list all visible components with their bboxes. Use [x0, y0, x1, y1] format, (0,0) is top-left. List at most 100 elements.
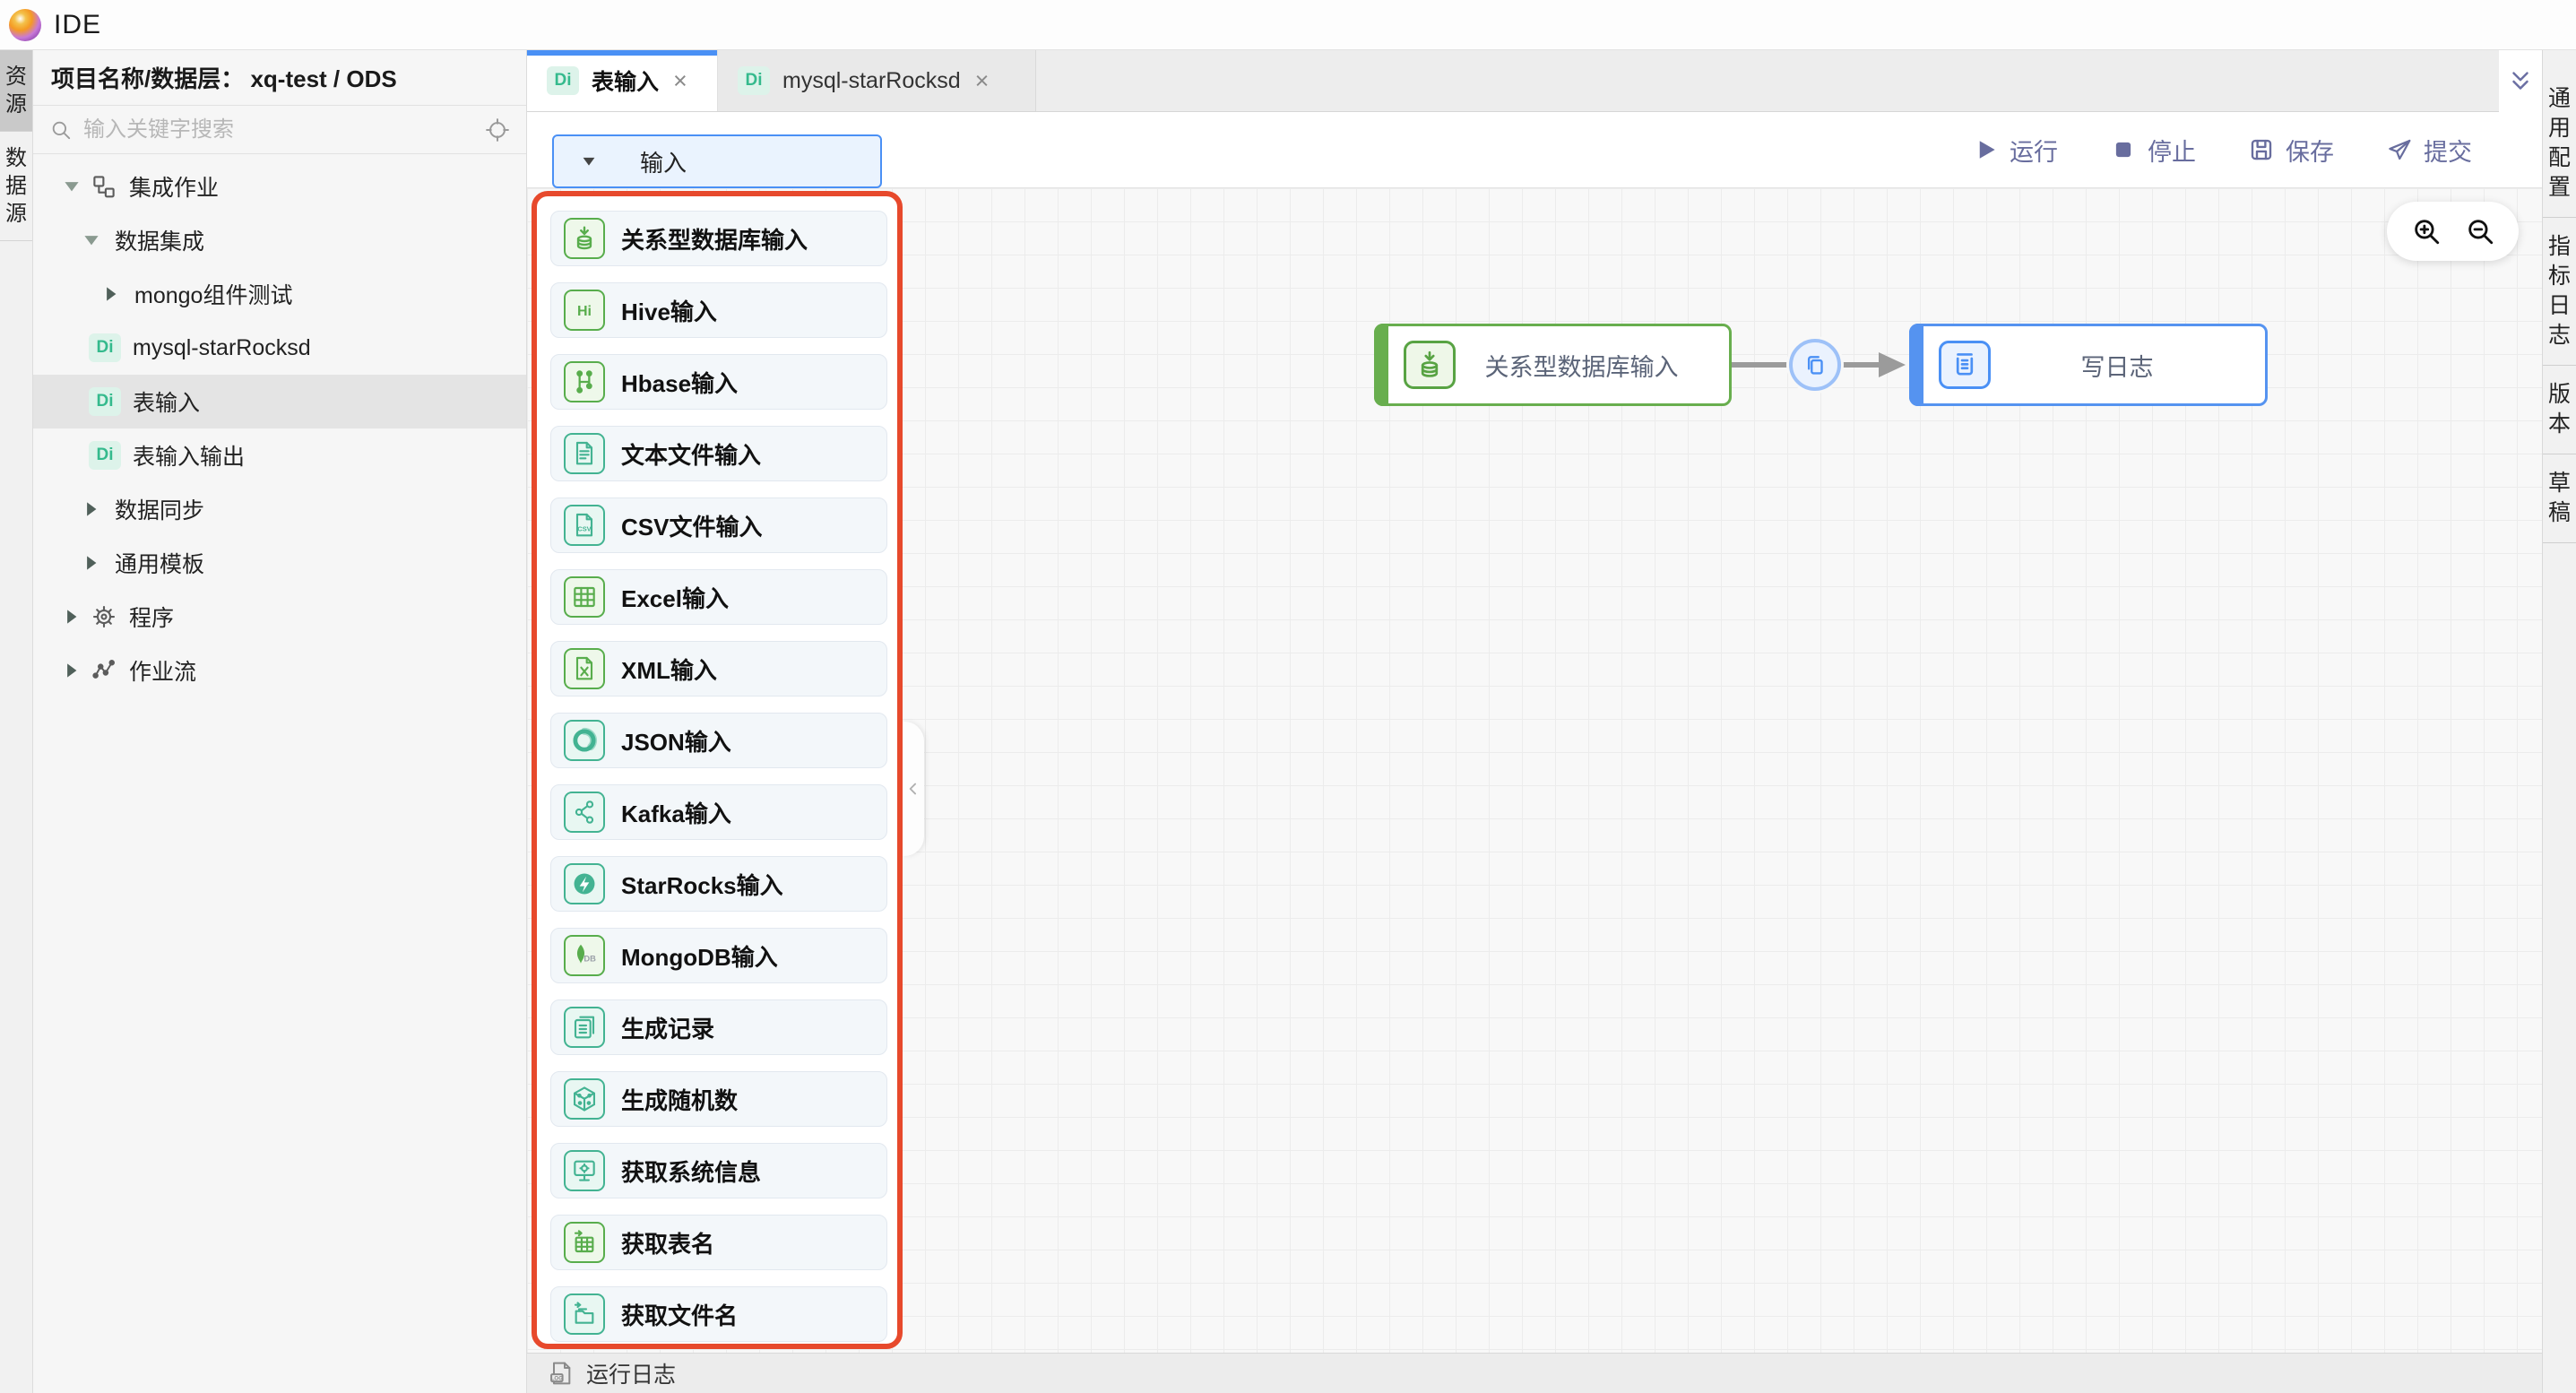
- tree-item-label: 作业流: [129, 660, 197, 685]
- log-doc-icon: [1949, 349, 1981, 381]
- monitor-icon: [570, 1156, 599, 1185]
- gear-icon: [91, 603, 117, 630]
- node-relational-db-input[interactable]: 关系型数据库输入: [1374, 324, 1732, 406]
- tree-item-label: mongo组件测试: [134, 283, 293, 308]
- palette-item-9[interactable]: StarRocks输入: [550, 856, 887, 912]
- palette-item-13[interactable]: 获取系统信息: [550, 1143, 887, 1198]
- palette-item-12[interactable]: 生成随机数: [550, 1071, 887, 1127]
- palette-item-3[interactable]: 文本文件输入: [550, 426, 887, 481]
- tree-item-label: 集成作业: [129, 176, 220, 201]
- tree-item-1[interactable]: 数据集成: [33, 213, 526, 267]
- stop-button[interactable]: 停止: [2110, 133, 2196, 168]
- palette-item-label: Kafka输入: [621, 800, 731, 827]
- left-rail-tab-0[interactable]: 资源: [0, 50, 32, 132]
- tree-item-9[interactable]: 作业流: [33, 644, 526, 697]
- right-rail-tab-1[interactable]: 指标日志: [2543, 218, 2576, 366]
- palette-item-8[interactable]: Kafka输入: [550, 784, 887, 840]
- right-rail-tab-3[interactable]: 草稿: [2543, 454, 2576, 543]
- sidebar-search: [33, 106, 526, 154]
- tree-item-3[interactable]: Di mysql-starRocksd: [33, 321, 526, 375]
- search-icon: [49, 118, 73, 142]
- excel-icon: [570, 583, 599, 611]
- file-name-icon: [570, 1300, 599, 1328]
- caret-right-icon[interactable]: [80, 497, 103, 521]
- zoom-out-icon[interactable]: [2465, 216, 2495, 247]
- close-icon[interactable]: ×: [673, 66, 687, 94]
- palette-item-11[interactable]: 生成记录: [550, 999, 887, 1055]
- right-rail-tab-0[interactable]: 通用配置: [2543, 70, 2576, 218]
- left-rail-tab-1[interactable]: 数据源: [0, 132, 32, 241]
- palette-item-label: Hive输入: [621, 298, 717, 325]
- app-title: IDE: [54, 9, 102, 39]
- node-write-log[interactable]: 写日志: [1909, 324, 2268, 406]
- di-badge: Di: [89, 333, 121, 362]
- svg-text:Hi: Hi: [577, 304, 592, 319]
- palette-item-label: MongoDB输入: [621, 943, 778, 971]
- palette-item-15[interactable]: 获取文件名: [550, 1286, 887, 1342]
- tree-item-label: mysql-starRocksd: [133, 334, 311, 360]
- tab-mysql-starrocksd[interactable]: Di mysql-starRocksd ×: [718, 50, 1036, 111]
- search-input[interactable]: [83, 117, 474, 143]
- palette-category-dropdown[interactable]: 输入: [552, 134, 882, 188]
- caret-right-icon[interactable]: [60, 659, 83, 682]
- tree-item-2[interactable]: mongo组件测试: [33, 267, 526, 321]
- zoom-in-icon[interactable]: [2411, 216, 2442, 247]
- palette-item-label: Excel输入: [621, 584, 729, 612]
- tree-item-8[interactable]: 程序: [33, 590, 526, 644]
- tree-item-0[interactable]: 集成作业: [33, 160, 526, 213]
- collapse-panel-button[interactable]: [2499, 50, 2542, 112]
- palette-item-6[interactable]: XML输入: [550, 641, 887, 696]
- copy-icon: [1802, 351, 1828, 378]
- tab-table-input[interactable]: Di 表输入 ×: [527, 50, 718, 111]
- save-button[interactable]: 保存: [2248, 133, 2334, 168]
- di-badge: Di: [547, 66, 579, 95]
- caret-down-icon[interactable]: [80, 229, 103, 252]
- tree-item-label: 表输入: [133, 391, 201, 416]
- palette-item-5[interactable]: Excel输入: [550, 569, 887, 625]
- mongodb-icon: DB: [570, 941, 599, 970]
- close-icon[interactable]: ×: [974, 66, 990, 94]
- kafka-icon: [570, 798, 599, 826]
- palette-item-2[interactable]: Hbase输入: [550, 354, 887, 410]
- palette-item-label: 获取文件名: [621, 1302, 739, 1329]
- right-rail: 通用配置指标日志版本草稿: [2542, 50, 2576, 1393]
- zoom-controls: [2387, 202, 2519, 261]
- palette-item-7[interactable]: JSON输入: [550, 713, 887, 768]
- edge-copy-badge[interactable]: [1789, 339, 1841, 391]
- text-file-icon: [570, 439, 599, 468]
- right-rail-tab-2[interactable]: 版本: [2543, 366, 2576, 454]
- tree-item-label: 数据同步: [115, 498, 205, 523]
- csv-file-icon: CSV: [570, 511, 599, 540]
- palette-item-label: Hbase输入: [621, 369, 739, 397]
- tree-item-7[interactable]: 通用模板: [33, 536, 526, 590]
- tree-item-label: 数据集成: [115, 229, 205, 255]
- caret-right-icon[interactable]: [80, 551, 103, 575]
- starrocks-icon: [570, 870, 599, 898]
- palette-item-1[interactable]: Hi Hive输入: [550, 282, 887, 338]
- left-rail: 资源数据源: [0, 50, 33, 1393]
- records-icon: [570, 1013, 599, 1042]
- caret-right-icon[interactable]: [99, 282, 123, 306]
- palette-item-label: 生成记录: [621, 1015, 715, 1043]
- caret-down-icon: [579, 151, 599, 171]
- log-icon: LOG: [547, 1359, 575, 1388]
- svg-text:DB: DB: [583, 954, 596, 963]
- top-bar: IDE: [0, 0, 2576, 50]
- caret-down-icon[interactable]: [60, 175, 83, 198]
- caret-right-icon[interactable]: [60, 605, 83, 628]
- tree-item-6[interactable]: 数据同步: [33, 482, 526, 536]
- locate-icon[interactable]: [485, 117, 510, 143]
- submit-button[interactable]: 提交: [2386, 133, 2472, 168]
- palette-item-14[interactable]: 获取表名: [550, 1215, 887, 1270]
- palette-collapse-handle[interactable]: [903, 722, 924, 856]
- run-button[interactable]: 运行: [1972, 133, 2058, 168]
- palette-item-10[interactable]: DB MongoDB输入: [550, 928, 887, 983]
- palette-item-0[interactable]: 关系型数据库输入: [550, 211, 887, 266]
- paper-plane-icon: [2386, 136, 2413, 163]
- run-log-bar[interactable]: LOG 运行日志: [527, 1353, 2542, 1393]
- app-logo-icon: [9, 8, 41, 41]
